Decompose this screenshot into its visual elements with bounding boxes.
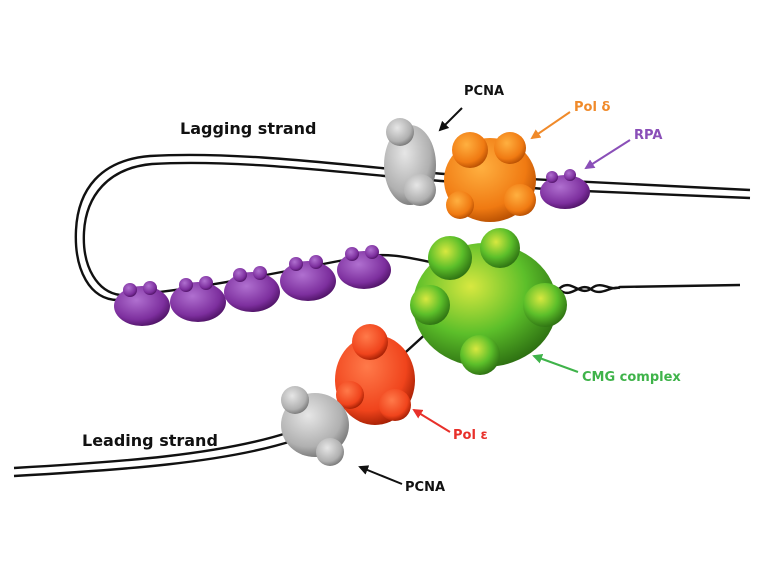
lagging-strand-outer xyxy=(74,153,751,302)
label-lagging-strand: Lagging strand xyxy=(180,119,317,138)
label-pcna-bottom: PCNA xyxy=(405,480,446,495)
label-cmg-complex: CMG complex xyxy=(582,370,681,385)
arrow-pol-epsilon xyxy=(412,408,451,433)
rpa-protein-right xyxy=(540,169,590,209)
cmg-complex xyxy=(410,228,567,375)
label-leading-strand: Leading strand xyxy=(82,431,218,450)
arrow-pcna-bottom xyxy=(358,465,403,485)
label-pcna-top: PCNA xyxy=(464,84,505,99)
arrow-cmg xyxy=(532,354,579,373)
pol-delta xyxy=(444,132,536,222)
leading-strand-inner xyxy=(13,424,333,478)
rpa-protein xyxy=(280,255,336,301)
arrow-pcna-top xyxy=(438,107,463,132)
pcna-top xyxy=(384,118,436,206)
lagging-strand-inner xyxy=(82,161,751,297)
leading-strand-outer xyxy=(13,416,331,470)
pol-epsilon xyxy=(335,324,415,425)
arrow-rpa xyxy=(584,139,631,170)
rpa-protein xyxy=(114,281,170,326)
rpa-protein xyxy=(337,245,391,289)
rpa-row xyxy=(114,169,590,326)
pcna-bottom xyxy=(281,386,349,466)
label-pol-delta: Pol δ xyxy=(574,100,611,115)
rpa-protein xyxy=(170,276,226,322)
label-rpa: RPA xyxy=(634,128,663,143)
label-pol-epsilon: Pol ε xyxy=(453,428,488,443)
rpa-protein xyxy=(224,266,280,312)
arrow-pol-delta xyxy=(530,111,571,140)
